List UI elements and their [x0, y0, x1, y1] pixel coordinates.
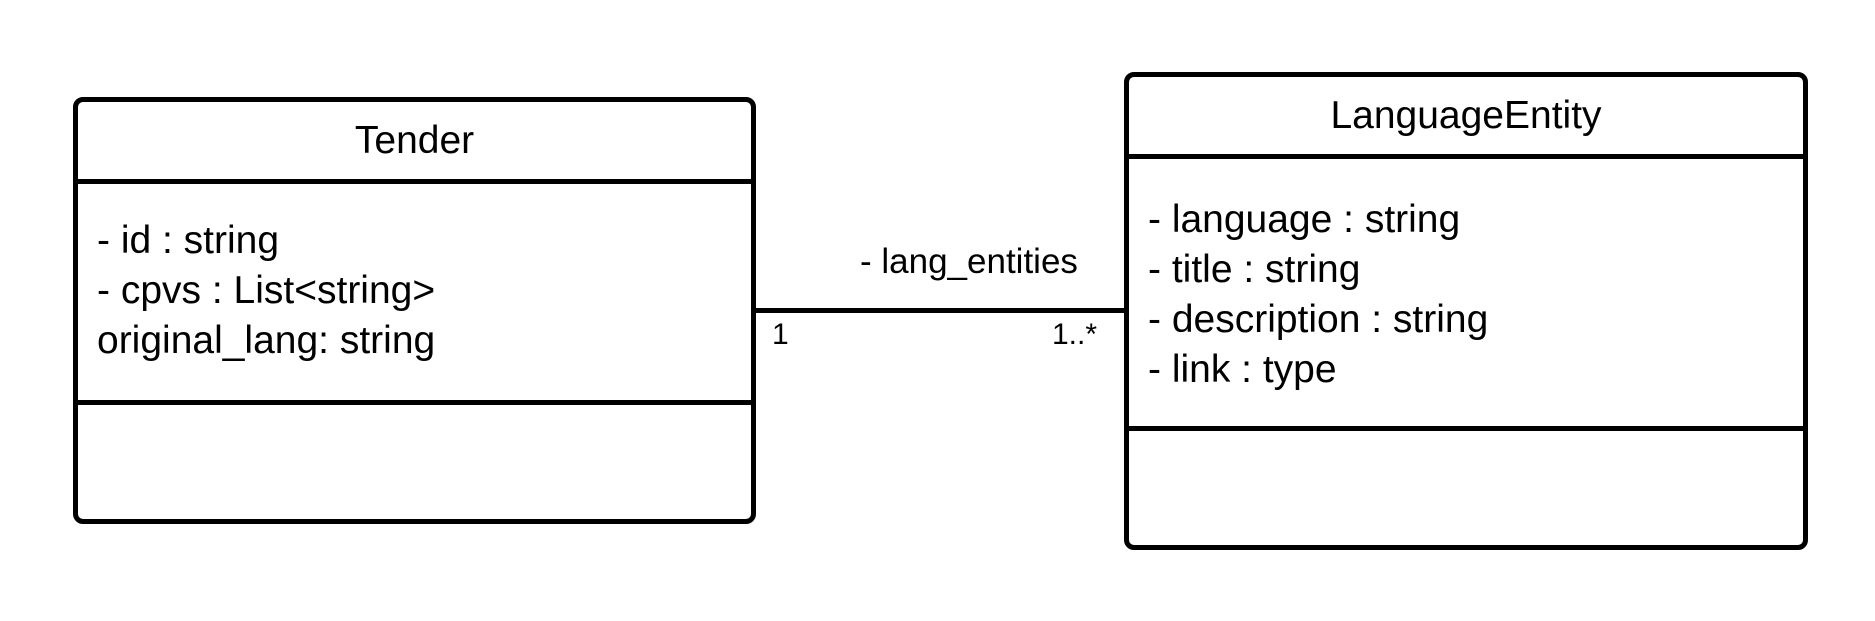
target-multiplicity-label: 1..* — [1052, 318, 1098, 351]
language-entity-operations-compartment — [1129, 431, 1803, 545]
language-entity-attributes-compartment: - language : string - title : string - d… — [1129, 159, 1803, 431]
association-line[interactable] — [753, 308, 1127, 313]
source-multiplicity-label: 1 — [772, 318, 789, 351]
language-entity-attribute-title: - title : string — [1148, 248, 1361, 291]
language-entity-attribute-description: - description : string — [1148, 298, 1489, 341]
tender-attribute-cpvs: - cpvs : List<string> — [97, 269, 436, 312]
language-entity-attribute-language: - language : string — [1148, 198, 1461, 241]
tender-class-box[interactable]: Tender - id : string - cpvs : List<strin… — [73, 97, 756, 524]
association-role-label: - lang_entities — [860, 242, 1078, 281]
language-entity-attribute-link: - link : type — [1148, 348, 1337, 391]
language-entity-class-box[interactable]: LanguageEntity - language : string - tit… — [1124, 72, 1808, 550]
tender-attributes-compartment: - id : string - cpvs : List<string> orig… — [78, 184, 751, 405]
tender-attribute-original-lang: original_lang: string — [97, 319, 436, 362]
tender-class-name: Tender — [78, 102, 751, 184]
tender-operations-compartment — [78, 405, 751, 519]
language-entity-class-name: LanguageEntity — [1129, 77, 1803, 159]
tender-attribute-id: - id : string — [97, 219, 280, 262]
